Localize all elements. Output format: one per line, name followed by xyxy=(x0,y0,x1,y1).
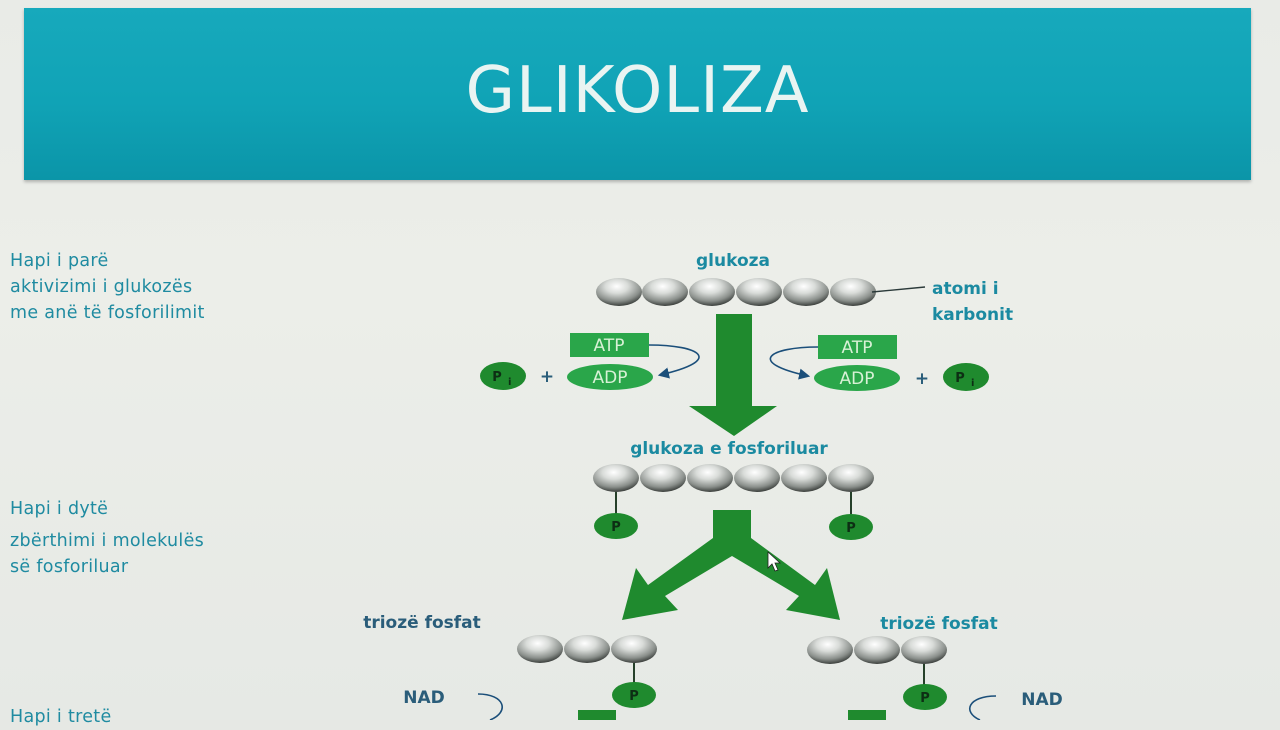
triose-phosphate-circle-right xyxy=(903,684,947,710)
step-2-line-1: Hapi i dytë xyxy=(10,499,109,519)
step-2-line-2: zbërthimi i molekulës xyxy=(10,531,205,551)
step-1-text: Hapi i parë aktivizimi i glukozës me anë… xyxy=(10,248,205,326)
nad-label-right: NAD xyxy=(1021,690,1063,710)
carbon-atom xyxy=(854,636,900,664)
triose-phosphate-right-label: triozë fosfat xyxy=(880,614,998,634)
down-arrow-left-partial xyxy=(578,710,616,720)
triose-chain-left xyxy=(517,635,657,663)
carbon-atom xyxy=(640,464,686,492)
pi-subscript-left: i xyxy=(508,377,511,388)
phosphorylated-chain xyxy=(593,464,874,492)
atp-tag-right xyxy=(818,335,897,359)
pi-circle-left xyxy=(480,362,526,390)
step-2-line-3: së fosforiluar xyxy=(10,557,129,577)
carbon-atom xyxy=(830,278,876,306)
atp-conversion-arrow-right xyxy=(769,346,819,380)
carbon-atom xyxy=(736,278,782,306)
atp-label-left: ATP xyxy=(594,336,625,356)
title-bar: GLIKOLIZA xyxy=(24,8,1251,180)
pi-circle-right xyxy=(943,363,989,391)
down-arrow-right-partial xyxy=(848,710,886,720)
carbon-atom xyxy=(642,278,688,306)
carbon-atom xyxy=(593,464,639,492)
adp-tag-left xyxy=(567,364,653,390)
step-1-line-3: me anë të fosforilimit xyxy=(10,303,205,323)
adp-tag-right xyxy=(814,365,900,391)
carbon-atom xyxy=(901,636,947,664)
down-arrow xyxy=(689,314,777,436)
carbon-atom xyxy=(828,464,874,492)
triose-phosphate-p-right: P xyxy=(920,691,930,706)
carbon-atom xyxy=(596,278,642,306)
atp-tag-left xyxy=(570,333,649,357)
glucose-chain xyxy=(596,278,876,306)
carbon-atom-label-2: karbonit xyxy=(932,305,1013,325)
carbon-atom xyxy=(783,278,829,306)
carbon-atom xyxy=(611,635,657,663)
triose-phosphate-circle-left xyxy=(612,682,656,708)
slide-title: GLIKOLIZA xyxy=(465,54,810,128)
pi-label-right: P xyxy=(955,371,965,386)
plus-right: + xyxy=(915,369,929,389)
triose-phosphate-left-label: triozë fosfat xyxy=(363,613,481,633)
phosphate-circle-left xyxy=(594,513,638,539)
adp-label-left: ADP xyxy=(593,368,628,388)
phosphate-label-right: P xyxy=(846,521,856,536)
adp-label-right: ADP xyxy=(840,369,875,389)
carbon-atom-label-1: atomi i xyxy=(932,279,999,299)
plus-left: + xyxy=(540,367,554,387)
nad-label-left: NAD xyxy=(403,688,445,708)
phosphorylated-glucose-label: glukoza e fosforiluar xyxy=(630,439,828,459)
carbon-atom xyxy=(517,635,563,663)
split-arrow xyxy=(622,510,840,620)
mouse-cursor-icon xyxy=(767,551,782,572)
nad-arrow-right xyxy=(969,695,997,720)
nad-arrow-left xyxy=(477,693,503,720)
step-1-line-1: Hapi i parë xyxy=(10,251,109,271)
carbon-atom xyxy=(564,635,610,663)
carbon-atom xyxy=(807,636,853,664)
glucose-label: glukoza xyxy=(696,251,770,271)
carbon-atom xyxy=(734,464,780,492)
atp-conversion-arrow-left xyxy=(648,344,700,379)
pi-label-left: P xyxy=(492,370,502,385)
phosphate-label-left: P xyxy=(611,520,621,535)
pi-subscript-right: i xyxy=(971,378,974,389)
carbon-atom xyxy=(781,464,827,492)
triose-phosphate-p-left: P xyxy=(629,689,639,704)
phosphate-circle-right xyxy=(829,514,873,540)
triose-chain-right xyxy=(807,636,947,664)
carbon-pointer-line xyxy=(871,286,926,293)
step-1-line-2: aktivizimi i glukozës xyxy=(10,277,193,297)
carbon-atom xyxy=(689,278,735,306)
carbon-atom xyxy=(687,464,733,492)
step-2-text: Hapi i dytë zbërthimi i molekulës së fos… xyxy=(10,496,204,580)
atp-label-right: ATP xyxy=(842,338,873,358)
